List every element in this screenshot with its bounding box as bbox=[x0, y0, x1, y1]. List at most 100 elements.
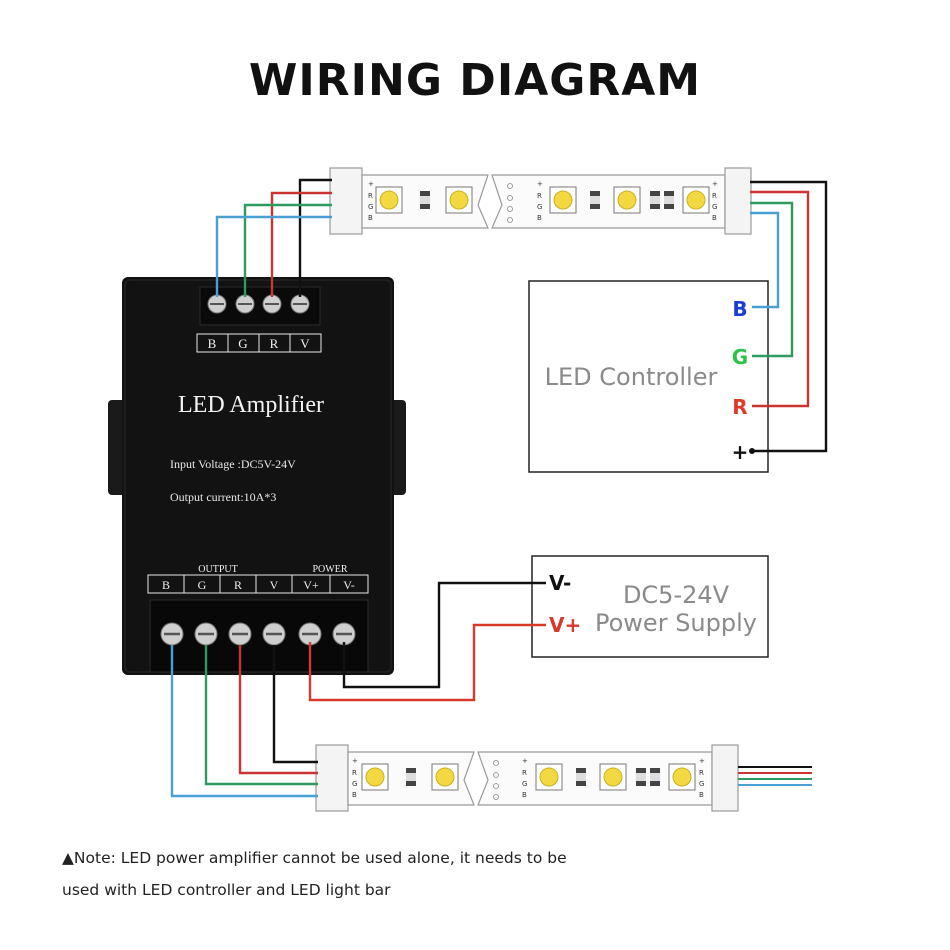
output-terminal-v-plus: V+ bbox=[303, 578, 319, 592]
amplifier-name: LED Amplifier bbox=[178, 392, 324, 418]
strip-pin-g: G bbox=[712, 203, 717, 211]
controller-name: LED Controller bbox=[545, 363, 718, 391]
strip-pin-plus: + bbox=[699, 757, 705, 765]
wire-black-top bbox=[298, 178, 332, 297]
wire-black-controller bbox=[750, 180, 828, 453]
led-chip bbox=[599, 763, 627, 791]
strip-pin-b: B bbox=[522, 791, 527, 799]
terminal-screw bbox=[194, 622, 218, 646]
output-terminal-v: V bbox=[270, 578, 279, 592]
output-terminal-b: B bbox=[162, 578, 170, 592]
strip-pin-plus: + bbox=[522, 757, 528, 765]
wire-red-bottom bbox=[238, 645, 318, 775]
input-terminal-g: G bbox=[238, 336, 247, 351]
power-supply: DC5-24V Power Supply V- V+ bbox=[531, 555, 769, 658]
strip-pin-g: G bbox=[537, 203, 542, 211]
terminal-screw bbox=[228, 622, 252, 646]
resistor bbox=[576, 768, 586, 786]
wire-blue-bottom bbox=[170, 645, 318, 798]
input-terminal-r: R bbox=[270, 336, 279, 351]
strip-pin-plus: + bbox=[537, 180, 543, 188]
page-title: WIRING DIAGRAM bbox=[249, 55, 701, 106]
led-chip bbox=[668, 763, 696, 791]
led-chip bbox=[613, 186, 641, 214]
strip-pin-b: B bbox=[352, 791, 357, 799]
strip-pin-b: B bbox=[712, 214, 717, 222]
led-chip bbox=[431, 763, 459, 791]
input-voltage-label: Input Voltage :DC5V-24V bbox=[170, 457, 296, 471]
output-header: OUTPUT bbox=[198, 564, 237, 575]
resistor bbox=[406, 768, 416, 786]
strip-pin-g: G bbox=[352, 780, 357, 788]
wire-red-controller bbox=[750, 190, 810, 408]
strip-pin-b: B bbox=[537, 214, 542, 222]
power-header: POWER bbox=[313, 564, 348, 575]
led-chip bbox=[375, 186, 403, 214]
wire-black-power bbox=[342, 581, 546, 689]
output-terminal-g: G bbox=[198, 578, 207, 592]
output-terminal-r: R bbox=[234, 578, 242, 592]
led-chip bbox=[682, 186, 710, 214]
output-terminal-v-minus: V- bbox=[343, 578, 355, 592]
controller-pin-r: R bbox=[732, 395, 747, 419]
usage-note-line-2: used with LED controller and LED light b… bbox=[62, 881, 391, 899]
top-led-strip: + R G B + R G B + R G B bbox=[329, 167, 752, 235]
terminal-screw bbox=[290, 294, 310, 314]
controller-pin-plus: + bbox=[732, 440, 749, 464]
wire-red-power bbox=[308, 623, 546, 702]
power-supply-pin-v-plus: V+ bbox=[549, 613, 581, 637]
led-chip bbox=[535, 763, 563, 791]
terminal-screw bbox=[262, 622, 286, 646]
usage-note: ▲Note: LED power amplifier cannot be use… bbox=[62, 842, 622, 906]
strip-pin-g: G bbox=[699, 780, 704, 788]
led-amplifier: B G R V LED Amplifier Input Voltage :DC5… bbox=[108, 277, 406, 675]
wire-green-bottom bbox=[204, 645, 318, 786]
led-controller: LED Controller B G R + bbox=[528, 280, 769, 473]
resistor bbox=[650, 191, 660, 209]
strip-pin-b: B bbox=[368, 214, 373, 222]
strip-pin-r: R bbox=[712, 192, 717, 200]
led-chip bbox=[549, 186, 577, 214]
led-chip bbox=[361, 763, 389, 791]
bottom-led-strip: + R G B + R G B + R G B bbox=[315, 744, 739, 812]
terminal-screw bbox=[160, 622, 184, 646]
strip-pin-plus: + bbox=[712, 180, 718, 188]
resistor bbox=[664, 191, 674, 209]
resistor bbox=[636, 768, 646, 786]
power-supply-voltage: DC5-24V bbox=[623, 581, 730, 609]
wire-blue-top bbox=[215, 215, 332, 297]
power-supply-pin-v-minus: V- bbox=[549, 571, 571, 595]
output-current-label: Output current:10A*3 bbox=[170, 490, 276, 504]
wire-red-top bbox=[270, 191, 332, 297]
strip-pin-r: R bbox=[352, 769, 357, 777]
strip-pin-g: G bbox=[368, 203, 373, 211]
usage-note-line-1: ▲Note: LED power amplifier cannot be use… bbox=[62, 849, 567, 867]
led-chip bbox=[445, 186, 473, 214]
terminal-screw bbox=[332, 622, 356, 646]
controller-pin-g: G bbox=[732, 345, 748, 369]
strip-pin-r: R bbox=[522, 769, 527, 777]
strip-pin-plus: + bbox=[368, 180, 374, 188]
terminal-screw bbox=[262, 294, 282, 314]
terminal-screw bbox=[298, 622, 322, 646]
resistor bbox=[420, 191, 430, 209]
resistor bbox=[590, 191, 600, 209]
power-supply-label: Power Supply bbox=[595, 609, 757, 637]
strip-pin-r: R bbox=[368, 192, 373, 200]
controller-pin-b: B bbox=[732, 297, 747, 321]
strip-pin-r: R bbox=[699, 769, 704, 777]
terminal-screw bbox=[235, 294, 255, 314]
strip-pin-r: R bbox=[537, 192, 542, 200]
resistor bbox=[650, 768, 660, 786]
wire-blue-controller bbox=[750, 211, 780, 309]
strip-pin-g: G bbox=[522, 780, 527, 788]
terminal-screw bbox=[207, 294, 227, 314]
strip-pin-plus: + bbox=[352, 757, 358, 765]
wire-green-top bbox=[243, 203, 332, 297]
input-terminal-b: B bbox=[208, 336, 217, 351]
wires bbox=[170, 178, 828, 798]
input-terminal-v: V bbox=[300, 336, 310, 351]
wire-black-bottom bbox=[272, 645, 318, 764]
strip-pin-b: B bbox=[699, 791, 704, 799]
